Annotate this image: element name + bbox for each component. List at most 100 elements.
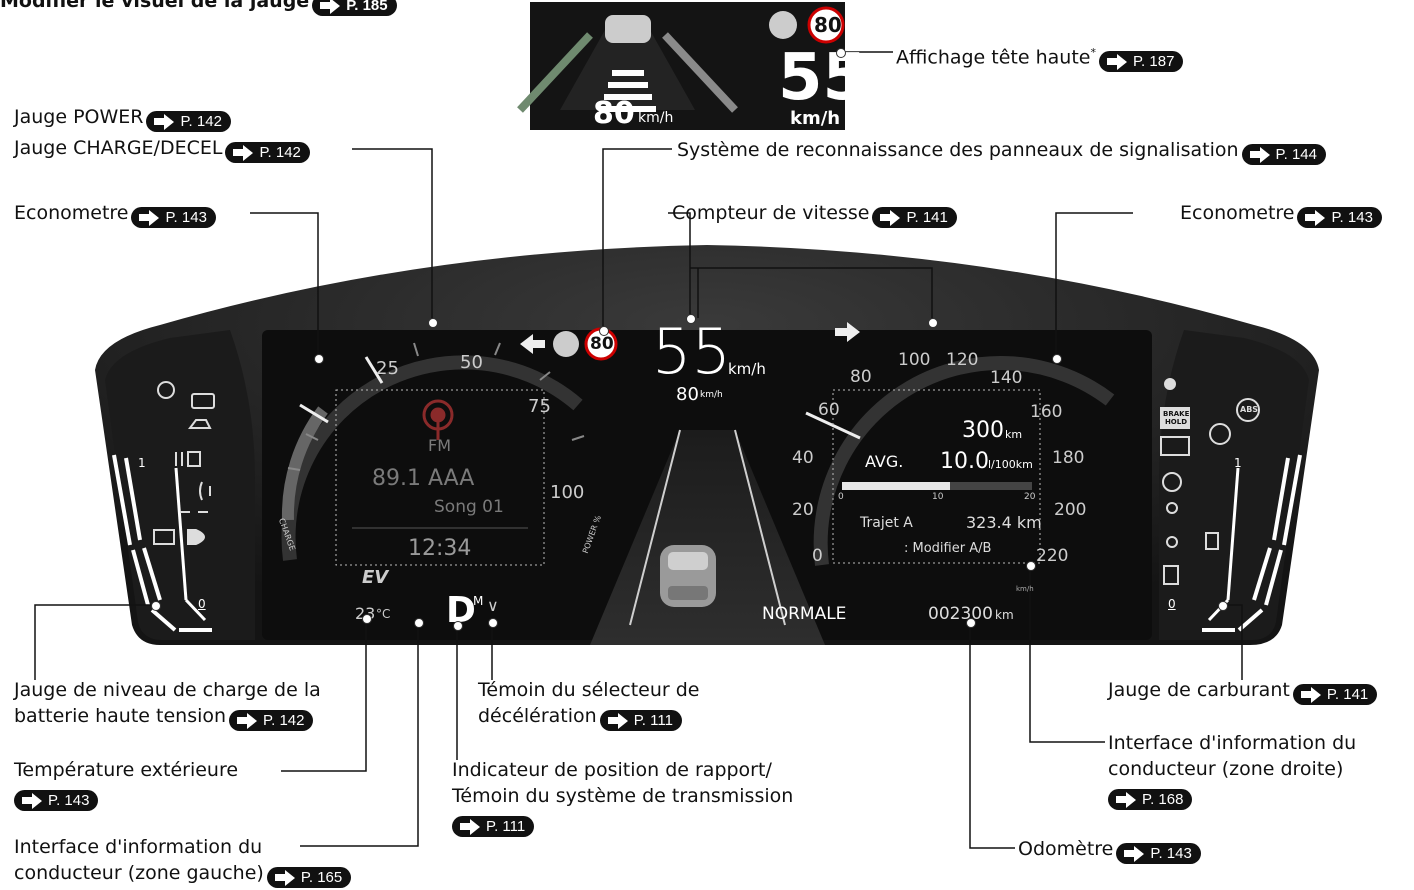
clock: 12:34 xyxy=(408,536,472,561)
speed-tick-160: 160 xyxy=(1030,402,1063,422)
dot-info-left xyxy=(414,618,424,628)
radio-frequency: 89.1 AAA xyxy=(372,466,475,491)
label-traffic-sign: Système de reconnaissance des panneaux d… xyxy=(677,137,1326,165)
speed-tick-200: 200 xyxy=(1054,500,1087,520)
ref-outside-temp[interactable]: P. 143 xyxy=(14,790,99,811)
avg-label: AVG. xyxy=(865,452,904,471)
speed-tick-0: 0 xyxy=(812,546,823,566)
outside-temp-unit: °C xyxy=(376,607,391,621)
ref-info-right[interactable]: P. 168 xyxy=(1108,789,1193,810)
dot-econometre-left xyxy=(314,354,324,364)
cluster-speed-unit: km/h xyxy=(728,360,766,378)
cluster-lane-keep-icon xyxy=(553,331,579,357)
fuel-level-bars xyxy=(1202,454,1302,632)
auto-hold-icon xyxy=(1160,436,1190,456)
ref-info-left[interactable]: P. 165 xyxy=(266,867,352,888)
seatbelt-icon xyxy=(1166,536,1178,548)
right-side-panel xyxy=(1159,330,1309,640)
auto-headlight-icon xyxy=(175,451,201,467)
ref-econometre-left[interactable]: P. 143 xyxy=(131,207,216,228)
general-brake-icon xyxy=(1162,472,1182,492)
left-arrow-icon xyxy=(520,334,545,354)
trip-value: 323.4 km xyxy=(966,513,1042,532)
hud-sign-circle xyxy=(807,6,845,44)
hud-sign-limit: 80 xyxy=(814,13,842,37)
speed-tick-60: 60 xyxy=(818,400,840,420)
power-needle xyxy=(364,356,384,384)
battery-empty-mark: 0 xyxy=(198,597,206,611)
ref-odometer[interactable]: P. 143 xyxy=(1116,843,1201,864)
dot-speed-center xyxy=(686,314,696,324)
fuel-empty-mark: 0 xyxy=(1168,597,1176,611)
label-gear: Indicateur de position de rapport/Témoin… xyxy=(452,759,794,837)
battery-full-mark: 1 xyxy=(138,456,146,470)
brake-hold-text: BRAKE HOLD xyxy=(1163,410,1190,426)
fuel-door-icon xyxy=(1205,532,1219,550)
srs-airbag-icon xyxy=(1166,502,1178,514)
speed-needle xyxy=(805,411,861,440)
speed-tick-180: 180 xyxy=(1052,448,1085,468)
battery-level-bars xyxy=(112,454,212,632)
cluster-speed: 55 xyxy=(652,315,731,388)
range-value: 300 xyxy=(962,418,1004,443)
ref-hud[interactable]: P. 187 xyxy=(1098,51,1184,73)
abs-icon xyxy=(1236,398,1260,422)
trip-label: Trajet A xyxy=(860,515,913,531)
ev-indicator: EV xyxy=(362,567,389,588)
ref-fuel[interactable]: P. 141 xyxy=(1292,684,1378,705)
ref-econometre-right[interactable]: P. 143 xyxy=(1297,207,1382,228)
range-unit: km xyxy=(1005,428,1023,441)
info-zone-left-box xyxy=(335,389,545,566)
avg-bar-fill xyxy=(842,482,950,490)
top-note-ref[interactable]: P. 185 xyxy=(312,0,397,16)
gear-mode: M xyxy=(473,594,484,608)
speed-tick-100: 100 xyxy=(898,350,931,370)
speed-tick-220: 220 xyxy=(1036,546,1069,566)
left-side-panel xyxy=(105,330,255,640)
drive-mode: NORMALE xyxy=(762,604,847,624)
avg-value: 10.0 xyxy=(940,449,989,474)
ref-decel-selector[interactable]: P. 111 xyxy=(599,710,682,731)
speed-tick-80: 80 xyxy=(850,367,872,387)
ref-power[interactable]: P. 142 xyxy=(146,111,231,132)
hud-speed: 55 xyxy=(778,41,868,115)
ref-traffic-sign[interactable]: P. 144 xyxy=(1241,144,1326,165)
right-warning-icons xyxy=(1160,378,1260,585)
abs-text: ABS xyxy=(1240,405,1259,414)
ref-battery[interactable]: P. 142 xyxy=(229,710,314,731)
bar-scale-20: 20 xyxy=(1024,492,1036,502)
ref-charge-decel[interactable]: P. 142 xyxy=(225,142,310,163)
bar-scale-0: 0 xyxy=(838,492,844,502)
right-arrow-icon xyxy=(835,322,860,342)
radio-band: FM xyxy=(428,436,452,455)
dot-gear xyxy=(453,621,463,631)
charging-system-icon xyxy=(153,529,175,545)
oil-pressure-icon xyxy=(188,419,212,429)
power-tick-50: 50 xyxy=(460,352,483,373)
dot-power xyxy=(428,318,438,328)
cluster-set-speed: 80 xyxy=(676,384,699,405)
ref-gear[interactable]: P. 111 xyxy=(452,816,535,837)
dot-info-right xyxy=(1026,561,1036,571)
fuel-full-mark: 1 xyxy=(1234,456,1242,470)
power-tick-100: 100 xyxy=(550,482,585,503)
dot-speed-right xyxy=(928,318,938,328)
ref-speedometer[interactable]: P. 141 xyxy=(872,207,957,228)
dot-battery xyxy=(151,601,161,611)
power-tick-75: 75 xyxy=(528,396,551,417)
hud-set-speed: 80 xyxy=(593,96,635,131)
tpms-icon xyxy=(157,381,175,399)
decel-selector-icon: ∨ xyxy=(487,596,499,615)
ego-car-icon xyxy=(660,545,716,607)
